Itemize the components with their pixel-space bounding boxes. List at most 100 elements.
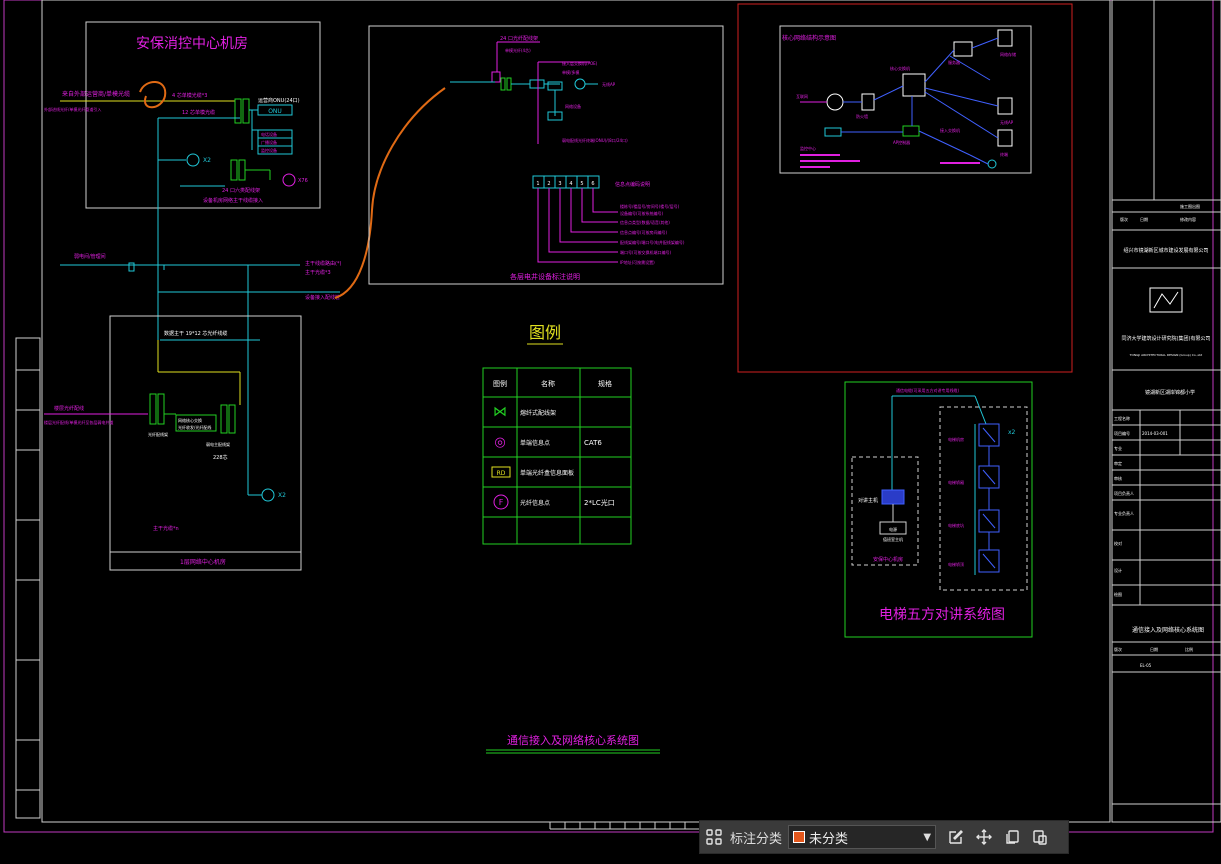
svg-text:监控设备: 监控设备 xyxy=(261,147,277,153)
svg-text:电梯轿厢: 电梯轿厢 xyxy=(948,479,964,485)
svg-text:终端: 终端 xyxy=(1000,151,1008,157)
svg-text:专业负责人: 专业负责人 xyxy=(1114,510,1134,516)
svg-text:安保中心机房: 安保中心机房 xyxy=(873,556,903,563)
edit-icon[interactable] xyxy=(942,823,970,851)
svg-text:4 芯单模光缆*3: 4 芯单模光缆*3 xyxy=(172,92,207,99)
info-point-icon xyxy=(282,173,296,187)
svg-text:服务器: 服务器 xyxy=(948,59,960,65)
category-select[interactable]: 未分类 ▼ xyxy=(788,825,937,849)
svg-text:修改内容: 修改内容 xyxy=(1180,216,1196,222)
svg-text:24 口六类配线架: 24 口六类配线架 xyxy=(222,187,260,194)
svg-text:主干光缆*n: 主干光缆*n xyxy=(153,525,179,532)
category-selected-value: 未分类 xyxy=(809,831,849,847)
svg-text:电话设备: 电话设备 xyxy=(261,131,277,137)
svg-text:项目编号: 项目编号 xyxy=(1114,430,1130,436)
title-block: 施工图出图 版次 日期 修改内容 绍兴市镜湖新区城市建设发展有限公司 同济大学建… xyxy=(1111,0,1221,823)
copy-icon[interactable] xyxy=(998,823,1026,851)
svg-text:楼层光纤配线: 楼层光纤配线 xyxy=(54,405,84,412)
grid-apps-icon[interactable] xyxy=(700,823,728,851)
main-title-block: 通信接入及网络核心系统图 xyxy=(486,733,660,754)
legend-panel: 图例 图例 名称 规格 ⋈ 熔纤式配线架 ◎ 单端信息点 CAT6 RD 单端光… xyxy=(482,323,632,545)
svg-text:EL-05: EL-05 xyxy=(1140,663,1152,668)
svg-text:熔纤式配线架: 熔纤式配线架 xyxy=(520,409,556,417)
svg-text:电源: 电源 xyxy=(889,526,897,532)
svg-text:版次: 版次 xyxy=(1120,216,1128,222)
svg-text:外部进线光纤/单模光纤管道引入: 外部进线光纤/单模光纤管道引入 xyxy=(44,106,101,112)
svg-text:电梯机房: 电梯机房 xyxy=(948,436,964,442)
svg-text:X76: X76 xyxy=(298,178,308,184)
svg-text:名称: 名称 xyxy=(541,379,555,388)
company-logo-icon xyxy=(1149,287,1183,313)
svg-text:5: 5 xyxy=(580,181,583,187)
svg-text:工程名称: 工程名称 xyxy=(1114,415,1130,421)
svg-text:审核: 审核 xyxy=(1114,475,1122,481)
svg-text:设备机房网络主干线缆接入: 设备机房网络主干线缆接入 xyxy=(203,197,263,204)
move-icon[interactable] xyxy=(970,823,998,851)
paste-icon[interactable] xyxy=(1026,823,1054,851)
svg-text:信息点编码说明: 信息点编码说明 xyxy=(615,181,650,188)
svg-text:广播设备: 广播设备 xyxy=(261,139,277,145)
security-room-panel: 安保消控中心机房 来自外部运营商/单模光缆 外部进线光纤/单模光纤管道引入 4 … xyxy=(44,21,321,340)
svg-text:弱电间/管理间: 弱电间/管理间 xyxy=(74,253,106,260)
svg-text:主干光缆*3: 主干光缆*3 xyxy=(305,269,331,276)
svg-text:228芯: 228芯 xyxy=(213,454,228,461)
svg-text:24 口光纤配线架: 24 口光纤配线架 xyxy=(500,35,538,42)
elevator-panel: 通信电缆(可采用五方对讲专用线缆) 对讲主机 电源 值班室主机 安保中心机房 x… xyxy=(844,381,1033,638)
svg-text:设备接入配线管: 设备接入配线管 xyxy=(305,294,340,301)
equipment-notes-panel: 各层电井设备标注说明 24 口光纤配线架 单模光纤(4芯) 接入层交换机(POE… xyxy=(368,25,724,285)
svg-text:CAT6: CAT6 xyxy=(584,439,602,447)
svg-text:设计: 设计 xyxy=(1114,567,1122,573)
left-strip xyxy=(15,337,41,819)
svg-text:施工图出图: 施工图出图 xyxy=(1180,203,1200,209)
svg-text:绍兴市镜湖新区城市建设发展有限公司: 绍兴市镜湖新区城市建设发展有限公司 xyxy=(1123,247,1208,254)
svg-text:F: F xyxy=(499,498,504,507)
svg-text:3: 3 xyxy=(558,181,561,187)
svg-text:单模光纤(4芯): 单模光纤(4芯) xyxy=(505,47,531,53)
svg-text:对讲主机: 对讲主机 xyxy=(858,497,878,504)
svg-text:来自外部运营商/单模光缆: 来自外部运营商/单模光缆 xyxy=(62,90,130,98)
svg-text:RD: RD xyxy=(497,470,506,477)
svg-text:数据主干 19*12 芯光纤线缆: 数据主干 19*12 芯光纤线缆 xyxy=(164,330,227,337)
svg-text:X2: X2 xyxy=(203,157,211,164)
svg-text:AP控制器: AP控制器 xyxy=(893,139,910,145)
svg-text:通信接入及网络核心系统图: 通信接入及网络核心系统图 xyxy=(507,733,639,747)
network-core-panel: 核心网络结构示意图 互联网 xyxy=(737,3,1073,373)
svg-text:12 芯单模光缆: 12 芯单模光缆 xyxy=(182,109,215,116)
svg-text:核心交换机: 核心交换机 xyxy=(890,65,910,71)
svg-text:设备编号(可按系统编号): 设备编号(可按系统编号) xyxy=(620,210,664,216)
svg-text:光纤信息点: 光纤信息点 xyxy=(520,499,550,507)
svg-text:图例: 图例 xyxy=(493,379,507,388)
svg-text:X2: X2 xyxy=(278,492,286,499)
svg-text:信息点类型(数据/语音/其他): 信息点类型(数据/语音/其他) xyxy=(620,219,670,225)
svg-text:无线AP: 无线AP xyxy=(602,81,616,87)
svg-text:日期: 日期 xyxy=(1150,646,1158,652)
svg-text:楼层光纤配线/单模光纤至各层弱电井道: 楼层光纤配线/单模光纤至各层弱电井道 xyxy=(44,419,113,425)
svg-text:电梯轿顶: 电梯轿顶 xyxy=(948,561,964,567)
svg-text:楼栋号/楼层号/房间号(楼号/层号): 楼栋号/楼层号/房间号(楼号/层号) xyxy=(620,203,680,209)
chevron-down-icon: ▼ xyxy=(923,831,932,843)
svg-text:2: 2 xyxy=(547,181,550,187)
svg-text:◎: ◎ xyxy=(494,435,505,450)
svg-text:TONGJI ARCHITECTURAL DESIGN (G: TONGJI ARCHITECTURAL DESIGN (Group) Co.,… xyxy=(1129,353,1203,357)
elevator-title: 电梯五方对讲系统图 xyxy=(879,607,1005,623)
svg-text:审定: 审定 xyxy=(1114,460,1122,466)
svg-text:网络核心交换: 网络核心交换 xyxy=(178,417,202,423)
svg-text:单模/多模: 单模/多模 xyxy=(562,69,579,75)
svg-text:弱电主配线架: 弱电主配线架 xyxy=(206,441,230,447)
svg-text:防火墙: 防火墙 xyxy=(856,113,868,119)
svg-text:端口号(可按交换机端口编号): 端口号(可按交换机端口编号) xyxy=(620,249,672,255)
outlet-icon xyxy=(261,488,275,502)
svg-text:电梯底坑: 电梯底坑 xyxy=(948,522,964,528)
svg-text:单端光纤盒信息面板: 单端光纤盒信息面板 xyxy=(520,469,574,477)
svg-text:同济大学建筑设计研究院(集团)有限公司: 同济大学建筑设计研究院(集团)有限公司 xyxy=(1122,335,1211,342)
annotation-category-label: 标注分类 xyxy=(730,831,783,847)
svg-text:网络设备: 网络设备 xyxy=(565,103,581,109)
svg-text:绘图: 绘图 xyxy=(1114,591,1122,597)
svg-text:比例: 比例 xyxy=(1185,646,1193,652)
tel-outlet-icon xyxy=(186,153,200,167)
legend-title: 图例 xyxy=(529,323,561,342)
svg-text:4: 4 xyxy=(569,181,572,187)
svg-text:规格: 规格 xyxy=(598,379,612,388)
svg-text:监控中心: 监控中心 xyxy=(800,145,816,151)
svg-text:光纤收发/光纤配线: 光纤收发/光纤配线 xyxy=(178,424,211,430)
